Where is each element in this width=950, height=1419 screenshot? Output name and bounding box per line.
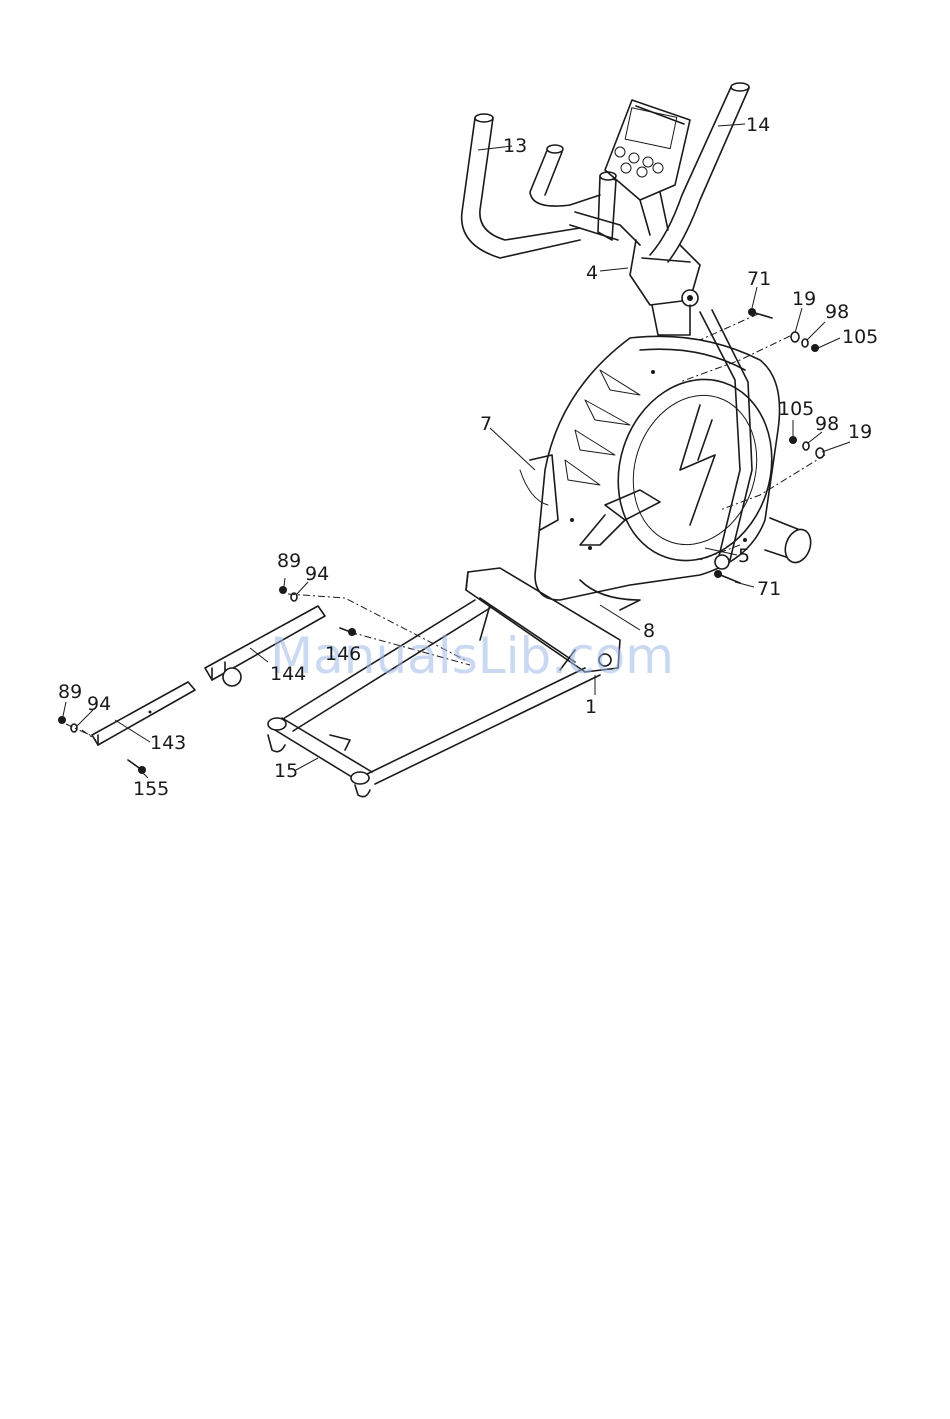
label-1: 1 [585,696,597,718]
console [605,100,690,235]
label-13: 13 [503,135,527,157]
main-shroud [535,336,795,600]
label-15: 15 [274,760,298,782]
right-handlebar-14 [650,83,749,262]
label-105-mid: 105 [778,398,814,420]
side-cover-7 [520,455,558,530]
rear-roller [765,518,815,566]
label-71-bottom: 71 [757,578,781,600]
label-143: 143 [150,732,186,754]
label-144: 144 [270,663,306,685]
label-155: 155 [133,778,169,800]
label-105-top: 105 [842,326,878,348]
label-146: 146 [325,643,361,665]
label-98-top: 98 [825,301,849,323]
crank-arm [580,490,660,545]
moving-arm-5 [700,310,752,569]
label-19-top: 19 [792,288,816,310]
label-94-lower: 94 [87,693,111,715]
label-89-upper: 89 [277,550,301,572]
label-7: 7 [480,413,492,435]
label-89-lower: 89 [58,681,82,703]
label-19-mid: 19 [848,421,872,443]
label-14: 14 [746,114,770,136]
label-94-upper: 94 [305,563,329,585]
hardware-bolts [58,308,824,774]
label-4: 4 [586,262,598,284]
label-71-top: 71 [747,268,771,290]
label-98-mid: 98 [815,413,839,435]
label-5: 5 [738,545,750,567]
label-8: 8 [643,620,655,642]
